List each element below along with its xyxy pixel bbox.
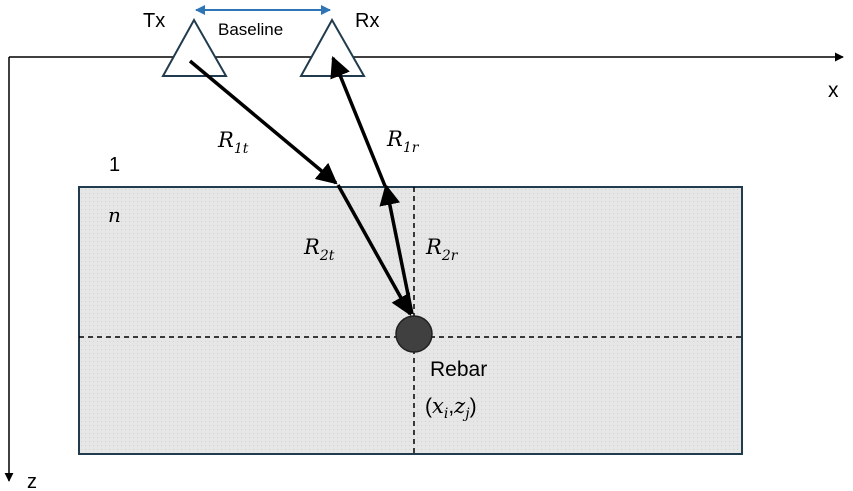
ray-r2t <box>336 184 412 316</box>
ray-r1r <box>330 56 387 187</box>
tx-label: Tx <box>143 10 165 32</box>
medium-index-top: 1 <box>109 154 120 176</box>
x-axis-label: x <box>828 79 839 102</box>
medium-index-lower: n <box>108 203 121 227</box>
rebar <box>395 315 433 353</box>
baseline-label: Baseline <box>218 20 283 39</box>
label-r1t: R1t <box>217 128 249 157</box>
label-r2r: R2r <box>425 235 459 264</box>
rebar-label: Rebar <box>430 358 487 381</box>
ray-r1t <box>188 59 338 185</box>
z-axis-label: z <box>27 471 37 491</box>
label-r2t: R2t <box>303 235 335 264</box>
ray-r2r <box>379 183 414 315</box>
label-r1r: R1r <box>386 127 420 156</box>
rebar-coordinates: (xi,zj) <box>425 394 477 422</box>
rx-label: Rx <box>355 10 379 32</box>
tx-antenna <box>161 17 228 77</box>
